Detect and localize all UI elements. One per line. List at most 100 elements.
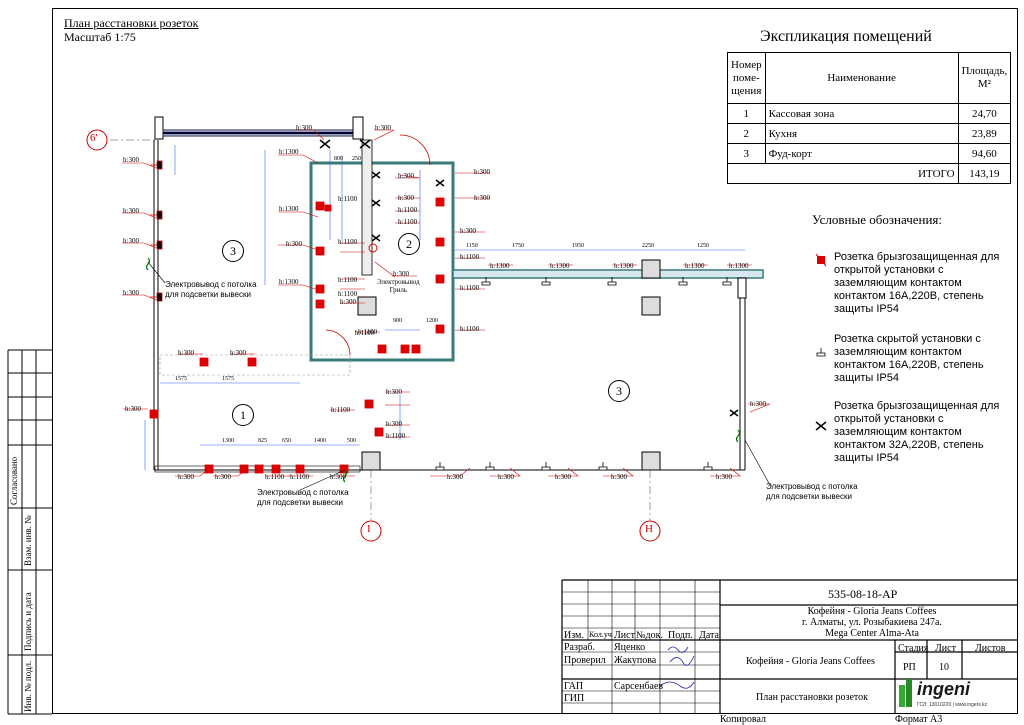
wire-note-text: Электровывод с потолка	[165, 280, 257, 289]
height-label: h:300	[447, 473, 463, 481]
axis-label-h: H	[645, 523, 653, 535]
address-line: Кофейня - Gloria Jeans Coffees	[807, 606, 937, 617]
logo-subtext: ГСЛ: 13010220 | www.ingeni.kz	[917, 702, 987, 708]
dimension-label: 1150	[466, 243, 478, 249]
role-label: Проверил	[564, 655, 606, 666]
legend-title: Условные обозначения:	[812, 212, 943, 227]
expl-name: Кассовая зона	[764, 103, 959, 124]
drawing-title: План расстановки розеток	[64, 16, 199, 30]
height-label: h:1100	[398, 206, 418, 214]
expl-num: 3	[727, 143, 766, 164]
height-label: h:1300	[685, 262, 705, 270]
height-label: h:1100	[386, 432, 406, 440]
dimension-label: 1400	[314, 438, 326, 444]
role-name: Сарсенбаев	[614, 681, 664, 692]
col-header-list: Лист	[614, 630, 635, 641]
role-label: ГАП	[564, 681, 584, 692]
height-label: h:1100	[338, 290, 358, 298]
height-label: h:300	[375, 124, 391, 132]
dimension-label: 825	[258, 438, 267, 444]
height-label: h:1100	[338, 276, 358, 284]
drawing-scale: Масштаб 1:75	[64, 30, 136, 44]
height-label: h:300	[123, 207, 139, 215]
height-label: h:300	[230, 349, 246, 357]
dimension-label: 1200	[426, 318, 438, 324]
height-label: h:300	[386, 388, 402, 396]
height-label: h:300	[178, 349, 194, 357]
address-line: г. Алматы, ул. Розыбакиева 247а.	[802, 617, 942, 628]
height-label: h:300	[460, 227, 476, 235]
role-label: Разраб.	[564, 642, 595, 653]
dimension-label: 1575	[175, 376, 187, 382]
height-label: h:1100	[338, 195, 358, 203]
wire-note-2: Электровывод с потолка для подсветки выв…	[257, 488, 349, 508]
height-label: h:1300	[614, 262, 634, 270]
height-label: h:300	[296, 124, 312, 132]
height-label: h:300	[123, 156, 139, 164]
project-address: Кофейня - Gloria Jeans Coffees г. Алматы…	[730, 606, 1014, 639]
height-label: h:300	[330, 473, 346, 481]
axis-6-marker	[86, 129, 108, 151]
height-label: h:1100	[460, 253, 480, 261]
height-label: h:1100	[460, 325, 480, 333]
logo-text: ingeni	[917, 679, 970, 699]
height-label: h:300	[340, 298, 356, 306]
height-label: h:1300	[490, 262, 510, 270]
copied-label: Копировал	[720, 714, 766, 725]
height-label: h:300	[178, 473, 194, 481]
height-label: h:1100	[398, 218, 418, 226]
wire-note-1: Электровывод с потолка для подсветки выв…	[165, 280, 257, 300]
wire-note-text: для подсветки вывески	[766, 492, 852, 501]
height-label: h:300	[398, 194, 414, 202]
height-label: h:300	[393, 270, 409, 278]
role-name: Яценко	[614, 642, 646, 653]
legend-symbols	[815, 253, 827, 431]
dimension-label: 800	[334, 156, 343, 162]
expl-area: 94,60	[957, 143, 1012, 164]
dimension-label: 1950	[572, 243, 584, 249]
height-label: h:300	[125, 405, 141, 413]
object-name: Кофейня - Gloria Jeans Coffees	[746, 656, 875, 667]
room-marker-2: 2	[398, 233, 420, 255]
explication-title: Экспликация помещений	[760, 28, 932, 45]
axis-label-i: I	[367, 523, 371, 535]
height-label: h:300	[716, 473, 732, 481]
legend-symbol-3	[815, 421, 827, 431]
sheet-value: 10	[939, 662, 949, 673]
role-name: Жакупова	[614, 655, 657, 666]
sheet-title: План расстановки розеток	[756, 692, 869, 703]
sheets-header: Листов	[975, 643, 1006, 654]
dimension-label: 250	[352, 156, 361, 162]
dimension-label: 1300	[222, 438, 234, 444]
legend-item-1: Розетка брызгозащищенная для открытой ус…	[834, 251, 1000, 315]
height-label: h:300	[398, 172, 414, 180]
height-label: h:300	[555, 473, 571, 481]
legend-symbol-2	[816, 348, 826, 357]
expl-area: 24,70	[957, 103, 1012, 124]
wire-note-text: для подсветки вывески	[257, 498, 343, 507]
height-label: h:300	[750, 400, 766, 408]
axis-label-6: 6'	[90, 132, 98, 144]
wire-note-text: Электровывод с потолка	[766, 482, 858, 491]
dimension-label: 2250	[642, 243, 654, 249]
grill-note-text: Гриль	[389, 286, 408, 294]
dimension-label: 1575	[222, 376, 234, 382]
legend-symbol-1	[815, 253, 827, 267]
address-line: Mega Center Alma-Ata	[825, 628, 919, 639]
col-header-doc: №док.	[636, 630, 663, 641]
col-header-izm: Изм.	[564, 630, 584, 641]
height-label: h:300	[611, 473, 627, 481]
expl-area: 23,89	[957, 123, 1012, 144]
expl-num: 2	[727, 123, 766, 144]
room-marker-3a: 3	[222, 240, 244, 262]
axis-h-marker	[639, 520, 661, 542]
legend-item-3: Розетка брызгозащищенная для открытой ус…	[834, 400, 1000, 464]
table-row: 2 Кухня 23,89	[727, 123, 1012, 144]
stamp-replace-inv: Взам. инв. №	[23, 515, 33, 566]
sheet-header: Лист	[935, 643, 956, 654]
dimension-label: 900	[393, 318, 402, 324]
expl-total-value: 143,19	[957, 163, 1012, 184]
dimension-label: 650	[282, 438, 291, 444]
doc-code: 535-08-18-АР	[828, 587, 898, 601]
